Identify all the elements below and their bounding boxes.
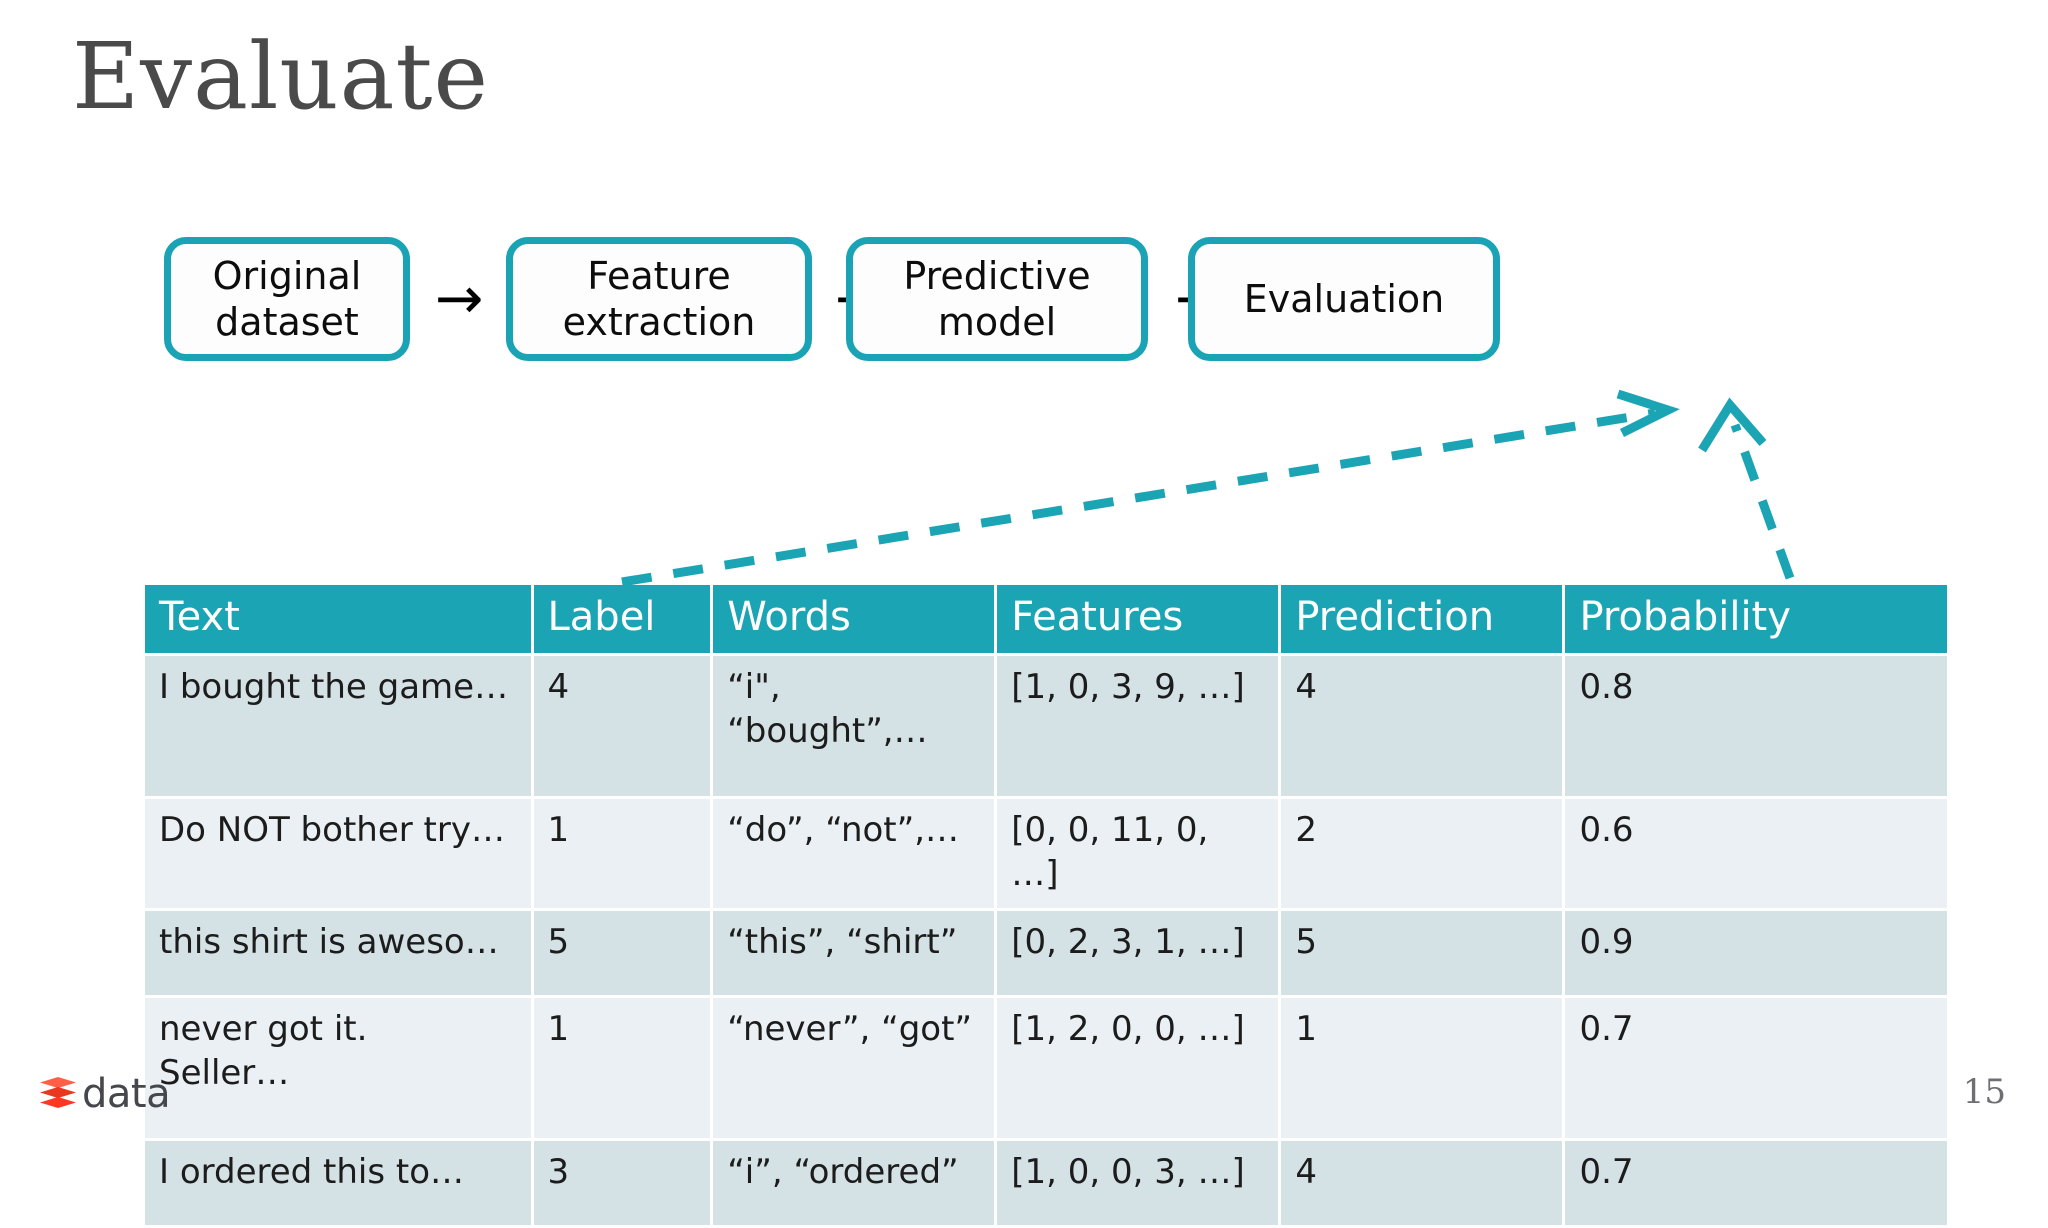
- flow-box-line: Predictive: [903, 253, 1091, 298]
- flow-box-line: Feature: [587, 253, 731, 298]
- cell-label: 1: [533, 998, 711, 1139]
- cell-label: 5: [533, 911, 711, 996]
- cell-prediction: 1: [1281, 998, 1563, 1139]
- dashed-arrow-table-to-evaluation-head: [1616, 389, 1680, 438]
- flow-box-predictive-model[interactable]: Predictive model: [846, 237, 1148, 361]
- cell-text: I bought the game…: [145, 656, 531, 796]
- cell-text: this shirt is aweso…: [145, 911, 531, 996]
- cell-label: 3: [533, 1141, 711, 1226]
- table-row[interactable]: I ordered this to… 3 “i”, “ordered” [1, …: [145, 1141, 1947, 1226]
- flow-box-original-dataset[interactable]: Original dataset: [164, 237, 410, 361]
- cell-words: “never”, “got”: [713, 998, 995, 1139]
- table-row[interactable]: this shirt is aweso… 5 “this”, “shirt” […: [145, 911, 1947, 996]
- flow-box-line: Evaluation: [1243, 276, 1445, 321]
- table-row[interactable]: never got it.Seller… 1 “never”, “got” [1…: [145, 998, 1947, 1139]
- table-header-row: Text Label Words Features Prediction Pro…: [145, 585, 1947, 653]
- cell-features: [1, 0, 0, 3, …]: [997, 1141, 1279, 1226]
- cell-prediction: 5: [1281, 911, 1563, 996]
- databricks-logo: data: [40, 1071, 171, 1117]
- cell-words: “i",“bought”,…: [713, 656, 995, 796]
- cell-probability: 0.8: [1565, 656, 1947, 796]
- column-header-features[interactable]: Features: [997, 585, 1279, 653]
- cell-text: never got it.Seller…: [145, 998, 531, 1139]
- cell-features: [1, 2, 0, 0, …]: [997, 998, 1279, 1139]
- cell-prediction: 4: [1281, 656, 1563, 796]
- cell-words: “this”, “shirt”: [713, 911, 995, 996]
- column-header-prediction[interactable]: Prediction: [1281, 585, 1563, 653]
- cell-probability: 0.7: [1565, 998, 1947, 1139]
- table-row[interactable]: I bought the game… 4 “i",“bought”,… [1, …: [145, 656, 1947, 796]
- dashed-arrow-probability-to-evaluation: [1730, 423, 1795, 580]
- flow-box-line: dataset: [215, 300, 359, 344]
- pipeline-flow-diagram: Original dataset → Feature extraction → …: [160, 237, 1880, 397]
- databricks-stacked-layers-icon: [40, 1077, 76, 1111]
- flow-box-evaluation[interactable]: Evaluation: [1188, 237, 1500, 361]
- dashed-arrow-probability-to-evaluation-head: [1698, 397, 1767, 453]
- column-header-label[interactable]: Label: [533, 585, 711, 653]
- predictions-table-container: Text Label Words Features Prediction Pro…: [142, 582, 1950, 1228]
- column-header-text[interactable]: Text: [145, 585, 531, 653]
- cell-text: Do NOT bother try…: [145, 799, 531, 909]
- flow-arrow-icon: →: [434, 264, 484, 332]
- cell-probability: 0.7: [1565, 1141, 1947, 1226]
- cell-probability: 0.9: [1565, 911, 1947, 996]
- cell-probability: 0.6: [1565, 799, 1947, 909]
- page-number: 15: [1962, 1072, 2006, 1112]
- dashed-arrow-table-to-evaluation: [621, 408, 1656, 587]
- cell-features: [0, 0, 11, 0, …]: [997, 799, 1279, 909]
- flow-box-line: model: [937, 300, 1057, 344]
- table-row[interactable]: Do NOT bother try… 1 “do”, “not”,… [0, 0…: [145, 799, 1947, 909]
- cell-words: “i”, “ordered”: [713, 1141, 995, 1226]
- logo-text: data: [82, 1071, 171, 1117]
- cell-features: [0, 2, 3, 1, …]: [997, 911, 1279, 996]
- cell-label: 4: [533, 656, 711, 796]
- flow-box-line: Original: [212, 253, 362, 298]
- cell-features: [1, 0, 3, 9, …]: [997, 656, 1279, 796]
- cell-words: “do”, “not”,…: [713, 799, 995, 909]
- cell-text: I ordered this to…: [145, 1141, 531, 1226]
- column-header-words[interactable]: Words: [713, 585, 995, 653]
- flow-box-feature-extraction[interactable]: Feature extraction: [506, 237, 812, 361]
- flow-box-line: extraction: [562, 300, 756, 344]
- predictions-table: Text Label Words Features Prediction Pro…: [142, 582, 1950, 1228]
- cell-prediction: 2: [1281, 799, 1563, 909]
- column-header-probability[interactable]: Probability: [1565, 585, 1947, 653]
- cell-label: 1: [533, 799, 711, 909]
- page-title: Evaluate: [72, 23, 489, 130]
- cell-prediction: 4: [1281, 1141, 1563, 1226]
